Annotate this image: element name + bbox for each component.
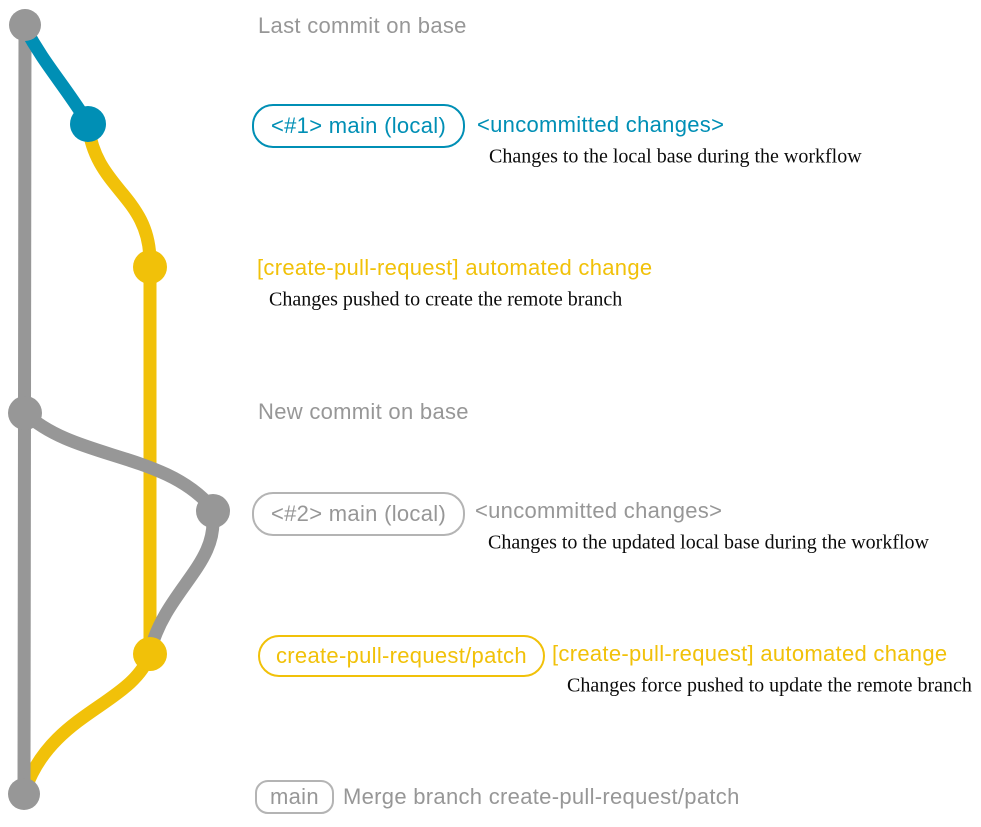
commit-dot-uncommitted-changes-2: [196, 494, 230, 528]
commit-dot-new-commit-on-base: [8, 396, 42, 430]
badge-create-pull-request-patch: create-pull-request/patch: [258, 635, 545, 677]
note-uncommitted-changes-1: <uncommitted changes>: [477, 112, 725, 137]
note-uncommitted-changes-2: <uncommitted changes>: [475, 498, 723, 523]
badge-main-local-1: <#1> main (local): [252, 104, 466, 148]
desc-automated-change-force-pushed: Changes force pushed to update the remot…: [567, 674, 972, 697]
desc-uncommitted-changes-2: Changes to the updated local base during…: [488, 531, 929, 554]
branch-line-main-local-1: [18, 21, 93, 127]
desc-uncommitted-changes-1: Changes to the local base during the wor…: [489, 145, 862, 168]
badge-main-local-2: <#2> main (local): [252, 492, 466, 536]
note-new-commit-on-base: New commit on base: [258, 399, 469, 424]
badge-main: main: [255, 780, 334, 814]
commit-dot-automated-change: [133, 250, 167, 284]
commit-dot-last-commit-on-base: [9, 9, 41, 41]
branch-line-main-local-2: [18, 406, 219, 515]
note-automated-change-force-pushed: [create-pull-request] automated change: [552, 641, 948, 666]
note-merge-branch: Merge branch create-pull-request/patch: [343, 784, 740, 809]
desc-automated-change: Changes pushed to create the remote bran…: [269, 288, 623, 311]
commit-dot-automated-change-force-pushed: [133, 637, 167, 671]
commit-graph: [8, 9, 230, 810]
commit-dot-uncommitted-changes-1: [70, 106, 106, 142]
note-last-commit-on-base: Last commit on base: [258, 13, 467, 38]
note-automated-change: [create-pull-request] automated change: [257, 255, 653, 280]
branch-line-main-local-2-rebase: [144, 504, 220, 655]
commit-dot-merge-commit: [8, 778, 40, 810]
